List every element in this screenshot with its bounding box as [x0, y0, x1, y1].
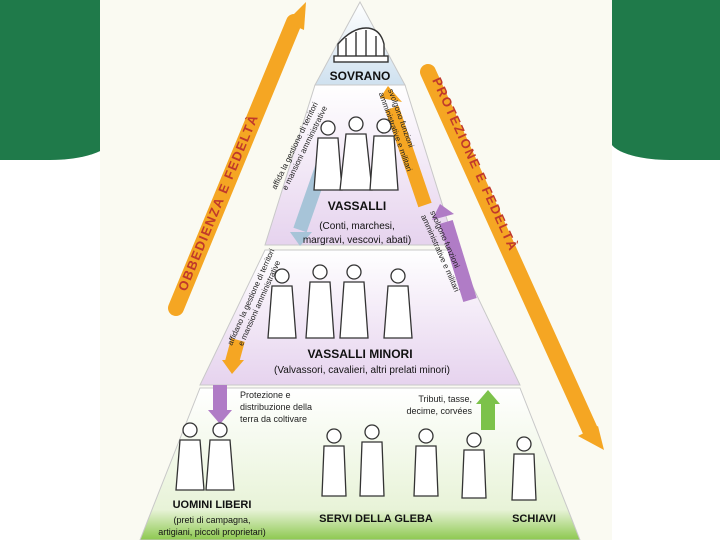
label-uomini-liberi-sub1: (preti di campagna, — [173, 515, 250, 525]
label-sovrano: SOVRANO — [330, 69, 391, 83]
label-servi-della-gleba: SERVI DELLA GLEBA — [319, 513, 433, 525]
protezione-line3: terra da coltivare — [240, 414, 307, 424]
protezione-line1: Protezione e — [240, 390, 291, 400]
label-vassalli-sub2: margravi, vescovi, abati) — [303, 235, 411, 246]
label-schiavi: SCHIAVI — [512, 513, 556, 525]
label-obbedienza: OBBEDIENZA E FEDELTÀ — [175, 111, 261, 293]
tributi-line1: Tributi, tasse, — [418, 394, 472, 404]
figures-vassalli — [314, 117, 398, 190]
protezione-line2: distribuzione della — [240, 402, 312, 412]
tributi-line2: decime, corvées — [406, 406, 472, 416]
label-vassalli: VASSALLI — [328, 199, 386, 213]
label-vassalli-sub1: (Conti, marchesi, — [319, 221, 395, 232]
label-uomini-liberi-sub2: artigiani, piccoli proprietari) — [158, 527, 266, 537]
label-uomini-liberi: UOMINI LIBERI — [173, 499, 252, 511]
label-vassalli-minori: VASSALLI MINORI — [307, 347, 412, 361]
label-vassalli-minori-sub: (Valvassori, cavalieri, altri prelati mi… — [274, 365, 450, 376]
crown-icon — [334, 28, 388, 62]
